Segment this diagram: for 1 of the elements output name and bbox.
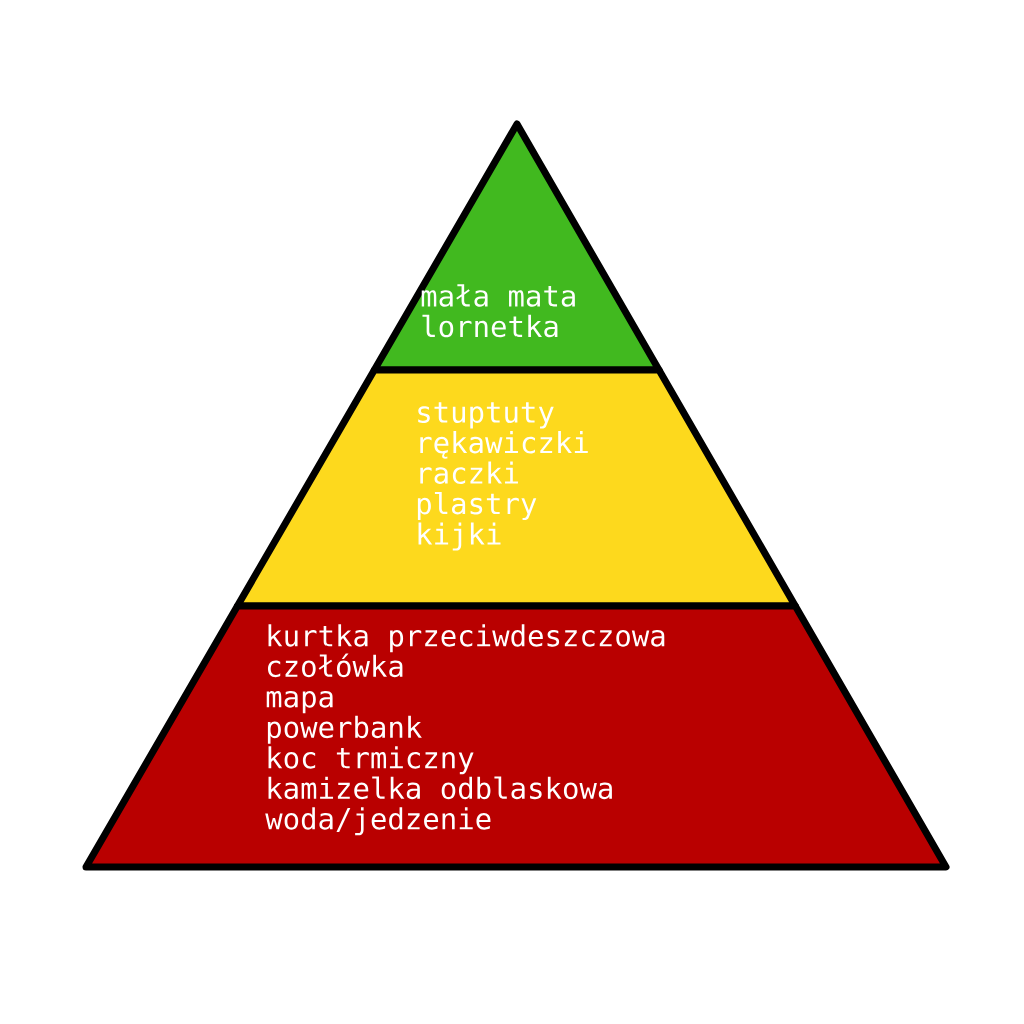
pyramid-tier: kurtka przeciwdeszczowa czołówka mapa powerbank koc trmiczny kamizelka odblaskowa woda/jedzenie xyxy=(82,602,950,871)
